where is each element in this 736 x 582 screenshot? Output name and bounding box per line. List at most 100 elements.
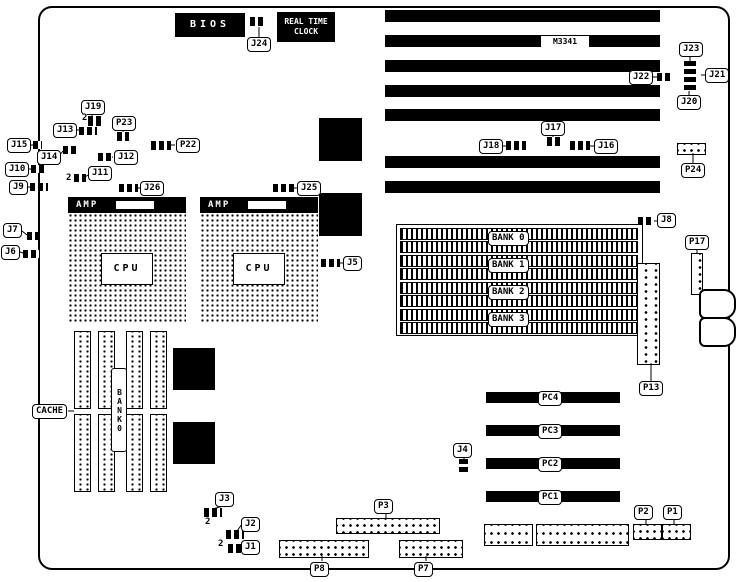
j18-label: J18 [479, 139, 504, 154]
mouse-din-connector [699, 317, 736, 347]
qfp-chip-4 [173, 422, 215, 464]
expansion-slot-3 [385, 60, 660, 72]
p13-label: P13 [639, 381, 664, 396]
p3-label: P3 [374, 499, 393, 514]
qfp-chip-3 [173, 348, 215, 390]
real-time-clock-chip: REAL TIME CLOCK [277, 12, 335, 42]
p13-connector [637, 263, 660, 365]
amp-brand-label: AMP [208, 200, 231, 210]
p22-label: P22 [176, 138, 201, 153]
j1-connector [228, 544, 244, 553]
cache-chip-3 [126, 331, 143, 409]
j2-connector [226, 530, 244, 539]
qfp-chip-1 [319, 118, 362, 161]
j21-label: J21 [705, 68, 730, 83]
cache-chip-6 [98, 414, 115, 492]
expansion-slot-4 [385, 85, 660, 97]
cache-chip-2 [98, 331, 115, 409]
j5-connector [321, 259, 340, 267]
j23-label: J23 [679, 42, 704, 57]
j19-connector [88, 116, 101, 126]
j9-connector [30, 183, 48, 191]
j18-connector [506, 141, 526, 150]
j11-pin2-marker: 2 [66, 173, 72, 183]
p1-label: P1 [663, 505, 682, 520]
p8-label: P8 [310, 562, 329, 577]
j8-label: J8 [657, 213, 676, 228]
cache-bank0-label: BANK0 [111, 368, 127, 452]
bios-chip: BIOS [175, 13, 245, 37]
p8-connector [279, 540, 369, 558]
socket-notch [116, 201, 154, 209]
p17-label: P17 [685, 235, 710, 250]
j10-label: J10 [5, 162, 30, 177]
j17-connector [547, 137, 561, 146]
bank2-label: BANK 2 [488, 285, 529, 300]
j1-label: J1 [241, 540, 260, 555]
power-connector-1 [484, 524, 533, 546]
p24-label: P24 [681, 163, 706, 178]
j6-label: J6 [1, 245, 20, 260]
cpu-a-label: CPU [101, 253, 153, 285]
j19-pin2-marker: 2 [82, 113, 88, 123]
j10-connector [31, 165, 45, 173]
pc1-label: PC1 [538, 490, 563, 505]
p2-connector [633, 524, 662, 540]
j4-connector [459, 459, 468, 475]
power-connector-2 [536, 524, 629, 546]
j26-label: J26 [140, 181, 165, 196]
j5-label: J5 [343, 256, 362, 271]
expansion-slot-2 [385, 35, 660, 47]
j19-label: J19 [81, 100, 106, 115]
keyboard-din-connector [699, 289, 736, 319]
amp-brand-label: AMP [76, 200, 99, 210]
j22-label: J22 [629, 70, 654, 85]
pc2-label: PC2 [538, 457, 563, 472]
j25-connector [273, 184, 294, 192]
p22-connector [151, 141, 171, 150]
j16-connector [570, 141, 590, 150]
cache-chip-5 [74, 414, 91, 492]
j3-pin2-marker: 2 [205, 517, 211, 527]
j14-connector [63, 146, 77, 154]
j24-label: J24 [247, 37, 272, 52]
j12-connector [98, 153, 112, 161]
j7-connector [27, 232, 43, 240]
j6-connector [23, 250, 39, 258]
cache-chip-4 [150, 331, 167, 409]
p7-label: P7 [414, 562, 433, 577]
bank0-label: BANK 0 [488, 231, 529, 246]
cache-chip-7 [126, 414, 143, 492]
j3-connector [204, 508, 222, 517]
p17-connector [691, 253, 703, 295]
board-model-label: M3341 [541, 36, 589, 47]
p23-label: P23 [112, 116, 137, 131]
expansion-slot-7 [385, 181, 660, 193]
j15-connector [33, 141, 42, 149]
j11-connector [74, 174, 86, 182]
j20-label: J20 [677, 95, 702, 110]
p7-connector [399, 540, 463, 558]
p24-connector [677, 143, 706, 155]
expansion-slot-5 [385, 109, 660, 121]
cache-label: CACHE [32, 404, 68, 419]
j7-label: J7 [3, 223, 22, 238]
j13-connector [79, 127, 97, 135]
cache-chip-1 [74, 331, 91, 409]
cpu-b-label: CPU [233, 253, 285, 285]
j25-label: J25 [297, 181, 322, 196]
j3-label: J3 [215, 492, 234, 507]
bank3-label: BANK 3 [488, 312, 529, 327]
j2-label: J2 [241, 517, 260, 532]
j8-connector [638, 217, 654, 225]
j16-label: J16 [594, 139, 619, 154]
j26-connector [119, 184, 138, 192]
p3-connector [336, 518, 440, 534]
expansion-slot-1 [385, 10, 660, 22]
p1-connector [662, 524, 691, 540]
j15-label: J15 [7, 138, 32, 153]
j12-label: J12 [114, 150, 139, 165]
pc4-label: PC4 [538, 391, 563, 406]
j4-label: J4 [453, 443, 472, 458]
